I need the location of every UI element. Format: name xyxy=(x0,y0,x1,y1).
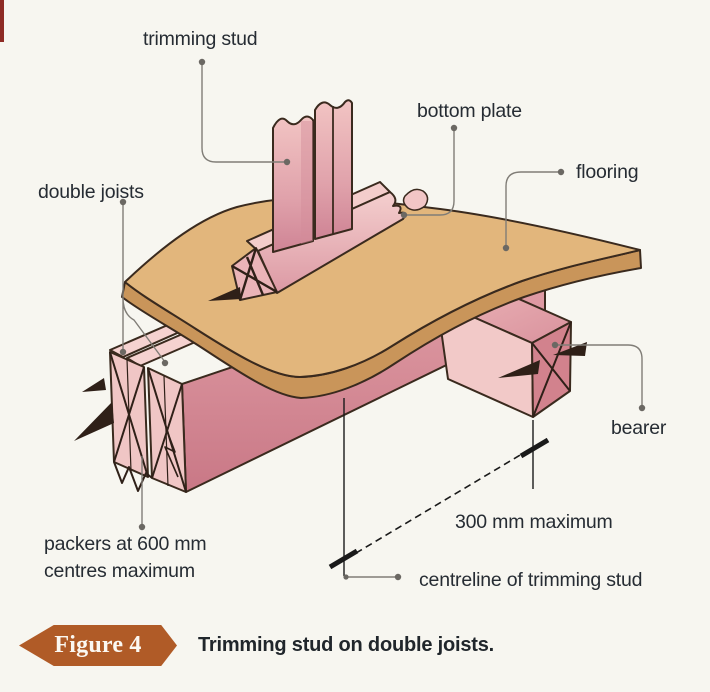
label-trimming-stud: trimming stud xyxy=(143,28,258,50)
stud-shading xyxy=(301,121,313,244)
label-packers-line1: packers at 600 mm xyxy=(44,533,207,555)
figure-caption: Trimming stud on double joists. xyxy=(198,634,495,656)
leader-double-joists xyxy=(122,202,166,363)
label-bottom-plate: bottom plate xyxy=(417,100,522,122)
nail-spike-icon xyxy=(208,287,241,301)
leader-dots xyxy=(119,58,646,581)
stud-board xyxy=(272,115,314,253)
nail-spike-icon xyxy=(74,402,114,441)
figure-badge-label: Figure 4 xyxy=(54,632,142,658)
label-dimension-300: 300 mm maximum xyxy=(455,511,613,533)
label-double-joists: double joists xyxy=(38,181,144,203)
figure-badge: Figure 4 xyxy=(19,625,177,666)
label-packers: packers at 600 mm centres maximum xyxy=(44,531,234,585)
leader-trimming-stud xyxy=(201,62,287,163)
nail-spike-icon xyxy=(498,360,540,378)
dimension-tick xyxy=(328,548,359,570)
nail-spike-icon xyxy=(82,378,106,392)
packer-cross-marks xyxy=(109,351,187,493)
dimension-lines xyxy=(328,398,550,576)
leader-lines xyxy=(119,58,646,581)
dimension-dashed-line xyxy=(345,447,533,560)
plate-cross-mark xyxy=(231,247,278,301)
trimming-stud-shape xyxy=(272,99,353,253)
page-accent-bar xyxy=(0,0,4,42)
leader-bearer xyxy=(555,344,643,407)
label-bearer: bearer xyxy=(611,417,667,439)
leader-flooring xyxy=(505,171,561,247)
label-centreline: centreline of trimming stud xyxy=(419,569,643,591)
leader-bottom-plate xyxy=(404,128,455,216)
dimension-tick xyxy=(519,437,550,459)
label-packers-line2: centres maximum xyxy=(44,560,195,582)
bearer-shape xyxy=(436,279,587,418)
plate-scrap-flap xyxy=(402,188,429,211)
bearer-cross-mark xyxy=(531,321,572,418)
label-flooring: flooring xyxy=(576,161,639,183)
